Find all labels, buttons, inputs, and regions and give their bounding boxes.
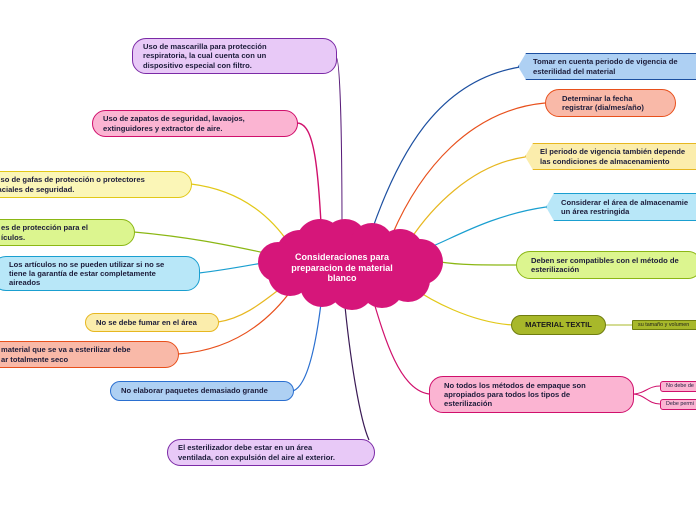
node-fecha-registro[interactable]: Determinar la fecha registrar (dia/mes/a… xyxy=(545,89,676,117)
node-metodos-empaque[interactable]: No todos los métodos de empaque son apro… xyxy=(429,376,634,413)
subnode-debe-permitir[interactable]: Debe permi xyxy=(660,399,696,410)
node-material-textil[interactable]: MATERIAL TEXTIL xyxy=(511,315,606,335)
link-right-7 xyxy=(371,295,430,395)
link-left-4 xyxy=(133,231,276,256)
link-left-1 xyxy=(335,56,343,236)
link-left-2 xyxy=(296,122,323,241)
link-sub-2 xyxy=(631,385,661,395)
link-left-5 xyxy=(198,261,269,274)
link-right-3 xyxy=(409,156,526,241)
node-zapatos-seguridad[interactable]: Uso de zapatos de seguridad, lavaojos, e… xyxy=(92,110,298,137)
link-right-6 xyxy=(411,286,513,326)
link-left-9 xyxy=(343,295,370,441)
node-articulos-aireados[interactable]: Los artículos no se pueden utilizar si n… xyxy=(0,256,200,291)
subnode-no-debe[interactable]: No debe de xyxy=(660,381,696,392)
subnode-tamano-volumen[interactable]: su tamaño y volumen xyxy=(632,320,696,330)
link-left-6 xyxy=(217,284,286,323)
node-compatibles-metodo[interactable]: Deben ser compatibles con el método de e… xyxy=(516,251,696,279)
link-left-3 xyxy=(190,183,291,246)
link-right-2 xyxy=(391,102,546,236)
link-right-4 xyxy=(427,206,547,249)
link-left-7 xyxy=(177,287,294,355)
link-sub-3 xyxy=(631,393,661,405)
link-right-5 xyxy=(439,261,517,266)
node-mascarilla[interactable]: Uso de mascarilla para protección respir… xyxy=(132,38,337,74)
node-area-almacenamiento[interactable]: Considerar el área de almacenamie un áre… xyxy=(546,193,696,221)
node-paquetes-grandes[interactable]: No elaborar paquetes demasiado grande xyxy=(110,381,294,401)
node-no-fumar[interactable]: No se debe fumar en el área xyxy=(85,313,219,332)
node-material-seco[interactable]: material que se va a esterilizar debe ar… xyxy=(0,341,179,368)
node-vigencia-esterilidad[interactable]: Tomar en cuenta periodo de vigencia de e… xyxy=(518,53,696,80)
node-periodo-almacenamiento[interactable]: El periodo de vigencia también depende l… xyxy=(525,143,696,170)
node-gafas-proteccion[interactable]: Uso de gafas de protección o protectores… xyxy=(0,171,192,198)
node-proteccion-articulos[interactable]: es de protección para el ículos. xyxy=(0,219,135,246)
central-topic[interactable]: Consideraciones para preparacion de mate… xyxy=(291,251,393,284)
link-left-8 xyxy=(292,294,323,392)
link-right-1 xyxy=(371,66,521,231)
node-esterilizador-ventilado[interactable]: El esterilizador debe estar en un área v… xyxy=(167,439,375,466)
central-cloud-shape xyxy=(258,219,443,310)
